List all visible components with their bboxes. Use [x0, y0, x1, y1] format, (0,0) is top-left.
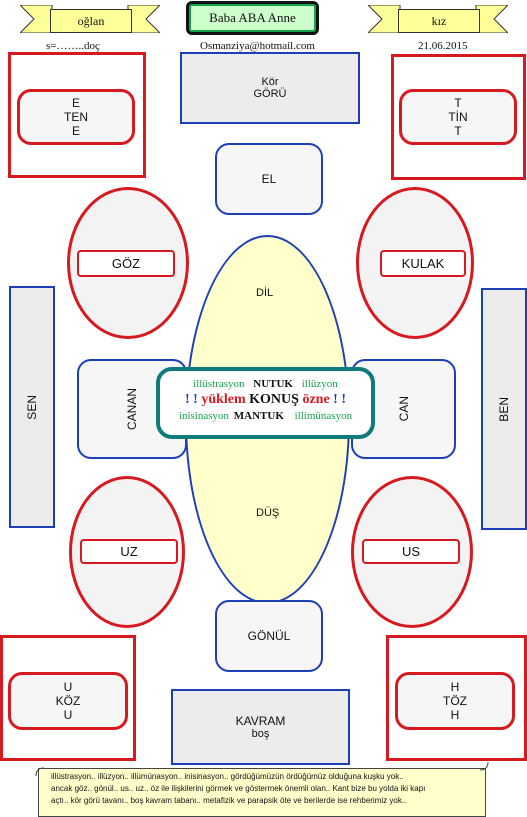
us-label: US	[362, 539, 460, 564]
hth-line-3: H	[450, 708, 460, 722]
can-label: CAN	[396, 396, 411, 422]
ete-line-3: E	[71, 124, 80, 138]
illustrasyon-text: illüstrasyon	[193, 378, 245, 390]
page-title: Baba ABA Anne	[186, 1, 319, 35]
goru-label: GÖRÜ	[253, 88, 287, 100]
yuklem-text: yüklem	[201, 392, 246, 407]
goz-label: GÖZ	[77, 250, 175, 277]
ben-box: BEN	[481, 288, 527, 530]
corner-top-right-inner: T TİN T	[399, 89, 517, 145]
gonul-box: GÖNÜL	[215, 600, 323, 672]
center-row-1: illüstrasyon NUTUK illüzyon	[160, 377, 371, 391]
nutuk-text: NUTUK	[253, 378, 293, 390]
kor-goru-box: Kör GÖRÜ	[180, 52, 360, 124]
dil-label: DİL	[256, 287, 274, 299]
ttt-line-1: T	[454, 96, 462, 110]
left-banner-label: oğlan	[50, 9, 132, 33]
ete-line-1: E	[71, 96, 80, 110]
corner-bottom-right-inner: H TÖZ H	[395, 672, 515, 730]
canan-label: CANAN	[125, 387, 139, 430]
illimunasyon-text: illimünasyon	[294, 410, 353, 422]
corner-top-left-inner: E TEN E	[17, 89, 135, 145]
footer-line-2: ancak göz.. gönül.. us.. uz.. öz ile ili…	[51, 784, 426, 793]
footer-note: illüstrasyon.. illüzyon.. illümünasyon..…	[38, 768, 486, 817]
uku-line-1: U	[63, 680, 73, 694]
inisinasyon-text: inisinasyon	[178, 410, 230, 422]
kavram-label: KAVRAM	[235, 714, 286, 728]
konus-text: KONUŞ	[249, 392, 299, 407]
uz-label: UZ	[80, 539, 178, 564]
bos-label: boş	[251, 728, 270, 740]
right-banner: kız	[368, 5, 508, 33]
hth-line-2: TÖZ	[443, 694, 467, 708]
uku-line-2: KÖZ	[55, 694, 81, 708]
illuzyon-text: illüzyon	[301, 378, 338, 390]
center-row-3: inisinasyon MANTUK illimünasyon	[160, 409, 371, 423]
email-text: Osmanziya@hotmail.com	[200, 40, 315, 52]
center-row-2: ! ! yüklem KONUŞ özne ! !	[160, 391, 371, 409]
ete-line-2: TEN	[64, 110, 88, 124]
kavram-box: KAVRAM boş	[171, 689, 350, 765]
left-subtitle: s=……..doç	[46, 40, 100, 52]
scroll-curl-icon	[35, 767, 45, 777]
sen-box: SEN	[9, 286, 55, 528]
kor-label: Kör	[261, 76, 279, 88]
corner-bottom-left-inner: U KÖZ U	[8, 672, 128, 730]
exclaim-right: ! !	[333, 392, 346, 407]
date-text: 21.06.2015	[418, 40, 468, 52]
right-banner-label: kız	[398, 9, 480, 33]
kulak-label: KULAK	[380, 250, 466, 277]
scroll-curl-icon	[479, 761, 489, 771]
footer-line-1: illüstrasyon.. illüzyon.. illümünasyon..…	[51, 772, 404, 781]
left-banner: oğlan	[20, 5, 160, 33]
dus-label: DÜŞ	[256, 507, 280, 519]
ribbon-icon	[20, 5, 160, 33]
hth-line-1: H	[450, 680, 460, 694]
ben-label: BEN	[497, 396, 511, 422]
uku-line-3: U	[63, 708, 73, 722]
ozne-text: özne	[302, 392, 330, 407]
sen-label: SEN	[25, 394, 39, 420]
mantuk-text: MANTUK	[233, 410, 284, 422]
ribbon-icon	[368, 5, 508, 33]
el-box: EL	[215, 143, 323, 215]
footer-line-3: açtı.. kör görü tavanı.. boş kavram taba…	[51, 796, 407, 805]
ttt-line-3: T	[454, 124, 462, 138]
ttt-line-2: TİN	[448, 110, 468, 124]
exclaim-left: ! !	[184, 392, 198, 407]
center-text-box: illüstrasyon NUTUK illüzyon ! ! yüklem K…	[156, 367, 375, 439]
